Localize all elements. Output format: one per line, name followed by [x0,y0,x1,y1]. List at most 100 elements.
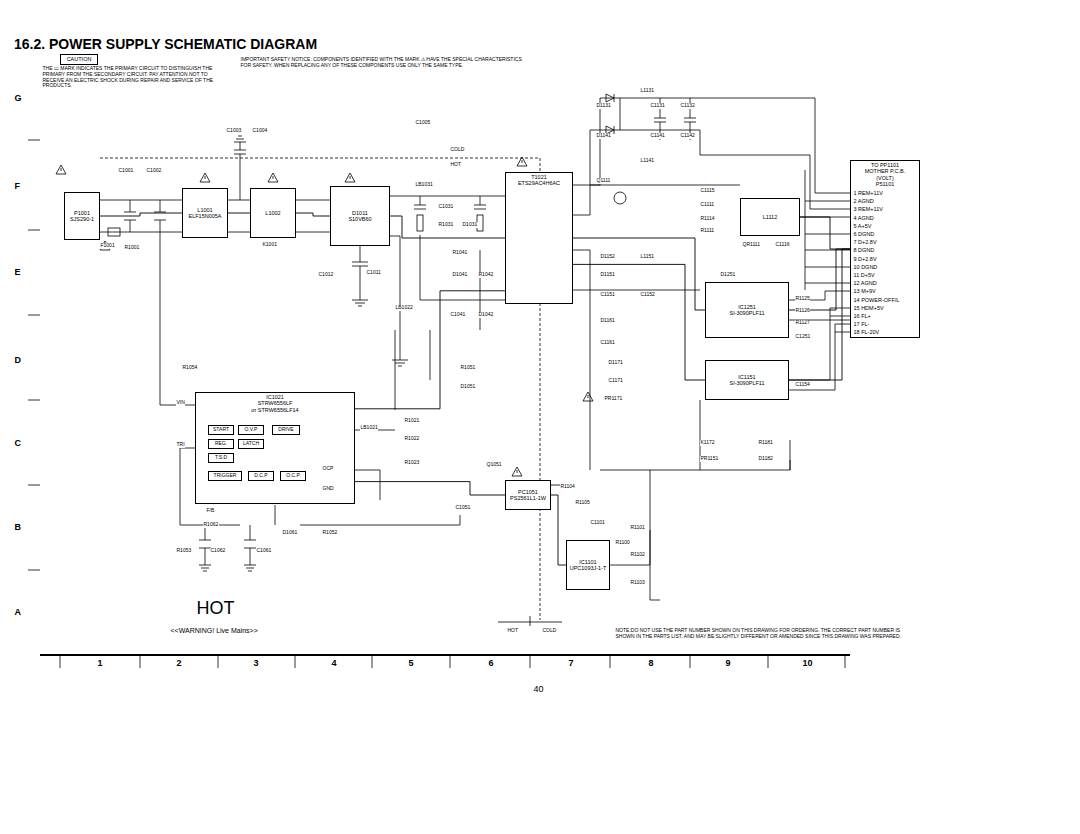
pin-name: 7 D+2.8V [853,239,877,245]
pin-name: 15 HDM+5V [853,305,884,311]
ic-block: O.V.P [238,425,264,435]
part-name: T1021 [531,174,547,180]
capacitor-symbol [124,142,486,548]
part-number: P51101 [876,181,895,187]
pin-name: 18 FL-20V [853,329,880,335]
primary-wiring [100,154,505,565]
part-reference: R1054 [182,365,198,371]
wire [355,291,505,409]
zone-mark: <<WARNING! Live Mains>> [170,627,258,635]
frame-ticks [28,140,845,668]
ground-symbol [199,136,408,571]
safety-note: IMPORTANT SAFETY NOTICE: COMPONENTS IDEN… [240,57,531,69]
line-filter: L1001ELF15N005A [182,188,228,238]
part-name: D1011 [352,210,368,216]
grid-reference: F [14,181,21,191]
part-reference: R1100 [615,540,630,546]
part-name: L1001 [197,207,212,213]
ic-block: O.C.P [280,471,306,481]
part-reference: C1004 [252,128,268,134]
part-number: SI-3090PLF11 [729,380,764,386]
part-reference: C1011 [366,270,381,276]
part-reference: D1061 [282,530,298,536]
zone-mark: COLD [542,628,557,634]
grid-reference: 10 [802,658,813,668]
wire [296,213,330,216]
part-reference: Q1111 [596,178,611,184]
grid-reference: 3 [253,658,259,668]
part-reference: R1052 [322,530,338,536]
part-number: ETS29AC4H6AC [518,180,560,186]
wire [228,213,250,214]
hot-cold-boundary [100,158,540,620]
part-number: UPC1093J-1-T [570,565,607,571]
part-name: L1112 [763,214,777,220]
part-reference: C1141 [650,133,665,139]
part-name: O.C.P [286,473,300,479]
part-number: S10VB60 [348,216,371,222]
grid-reference: 9 [725,658,731,668]
pin-name: 1 REM+11V [853,190,883,196]
part-reference: D1131 [596,103,611,109]
part-reference: K1172 [700,440,715,446]
part-reference: C1116 [775,242,790,248]
part-name: PC1051 [518,489,538,495]
part-reference: C1132 [680,103,695,109]
part-reference: LB1021 [360,425,378,431]
part-reference: C1041 [450,312,466,318]
part-reference: C1101 [590,520,605,526]
part-reference: VIN [176,400,185,406]
part-name: T.S.D [215,455,227,461]
part-reference: R1021 [404,418,420,424]
grid-reference: E [14,267,21,277]
grid-reference: B [14,522,22,532]
part-reference: C1005 [415,120,431,126]
part-reference: QR1111 [742,242,761,248]
part-reference: R1053 [176,548,192,554]
photocoupler: PC1051PS2561L1-1W [505,480,551,510]
grid-reference: C [14,438,22,448]
part-name: REG. [215,441,227,447]
zone-mark: HOT [450,162,462,168]
part-reference: LB1022 [395,305,413,311]
part-reference: C1111 [700,202,715,208]
grid-reference: 7 [568,658,574,668]
wire [390,216,505,238]
part-reference: D1171 [608,360,623,366]
wire [355,482,505,495]
diode-symbol [606,94,614,134]
pin-name: 12 AGND [853,280,877,286]
part-reference: R1031 [438,222,454,228]
part-reference: GND [322,486,334,492]
zone-mark: HOT [507,628,519,634]
part-reference: R1102 [630,552,645,558]
part-reference: R1041 [452,250,468,256]
safety-note: THE ▭ MARK INDICATES THE PRIMARY CIRCUIT… [42,66,221,89]
pin-name: 14 POWER-OFF/L [853,297,900,303]
part-reference: D1182 [758,456,773,462]
part-name: IC1151 [738,374,755,380]
wire [789,249,850,310]
part-reference: C1152 [640,292,655,298]
pin-name: 13 M+9V [853,288,876,294]
page-number: 40 [533,684,544,694]
part-name: START [213,427,229,433]
ic-block: DRIVE [272,425,300,435]
part-reference: F/B [206,508,215,514]
part-reference: R1042 [478,272,494,278]
part-reference: R1105 [575,500,590,506]
part-reference: C1115 [700,188,715,194]
pin-name: 17 FL- [853,321,870,327]
part-name: DRIVE [278,427,293,433]
grid-reference: 4 [331,658,337,668]
transistor-symbol [614,192,626,204]
part-name: IC1021 [266,394,284,400]
part-reference: R1022 [404,436,420,442]
part-number: MOTHER P.C.B. [865,168,906,174]
part-reference: R1127 [795,320,810,326]
wire [800,217,850,249]
part-reference: D1151 [600,272,615,278]
zone-mark: COLD [450,147,465,153]
page-title: 16.2. POWER SUPPLY SCHEMATIC DIAGRAM [14,36,317,52]
